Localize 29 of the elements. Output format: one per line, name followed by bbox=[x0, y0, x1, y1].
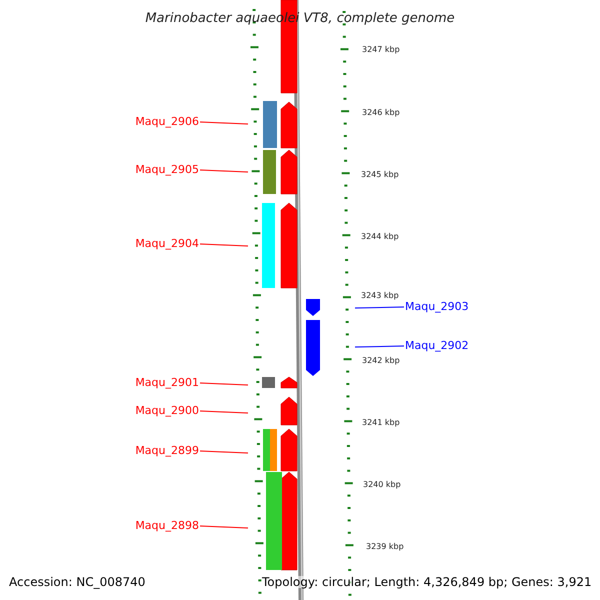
scale-label: 3244 kbp bbox=[361, 233, 399, 241]
scale-label: 3247 kbp bbox=[362, 46, 400, 54]
gene-label: Maqu_2901 bbox=[135, 377, 199, 388]
info-text: Topology: circular; Length: 4,326,849 bp; Genes: 3,921 bbox=[262, 576, 592, 588]
gene-label: Maqu_2900 bbox=[135, 405, 199, 416]
gene-label: Maqu_2904 bbox=[135, 238, 199, 249]
gene-label: Maqu_2903 bbox=[405, 301, 469, 312]
scale-label: 3240 kbp bbox=[363, 481, 401, 489]
gene-label: Maqu_2906 bbox=[135, 116, 199, 127]
leader-line bbox=[354, 346, 404, 348]
gene-label: Maqu_2905 bbox=[135, 164, 199, 175]
scale-label: 3241 kbp bbox=[362, 419, 400, 427]
leader-line bbox=[200, 122, 248, 124]
info-text: Accession: NC_008740 bbox=[9, 576, 146, 588]
scale-label: 3245 kbp bbox=[361, 171, 399, 179]
leader-line bbox=[200, 170, 248, 172]
scale-label: 3242 kbp bbox=[362, 357, 400, 365]
scale-label: 3246 kbp bbox=[362, 109, 400, 117]
leader-line bbox=[200, 450, 248, 454]
leader-line bbox=[200, 382, 248, 386]
leader-line bbox=[200, 244, 248, 246]
leader-line bbox=[354, 306, 404, 308]
gene-label: Maqu_2899 bbox=[135, 445, 199, 456]
gene-label: Maqu_2902 bbox=[405, 340, 469, 351]
gene-label: Maqu_2898 bbox=[135, 520, 199, 531]
leader-line bbox=[200, 410, 248, 414]
scale-label: 3243 kbp bbox=[361, 292, 399, 300]
scale-label: 3239 kbp bbox=[366, 543, 404, 551]
leader-line bbox=[200, 526, 248, 528]
